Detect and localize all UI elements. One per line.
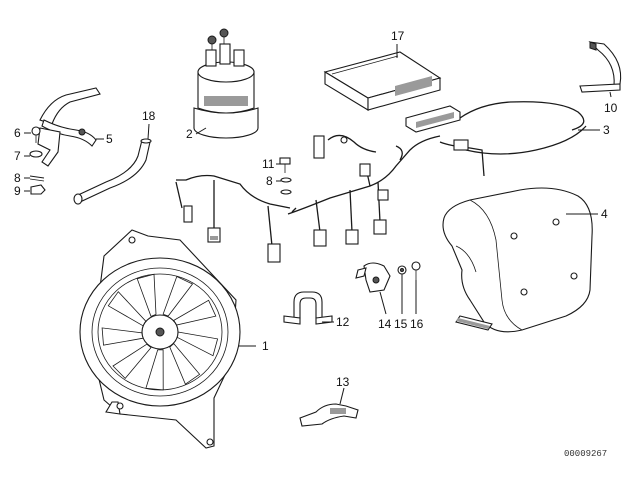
leader-10 bbox=[609, 91, 612, 98]
clamp-12-part bbox=[283, 291, 333, 325]
fan-blade bbox=[145, 349, 164, 391]
control-unit-part bbox=[323, 51, 442, 111]
washer-15-part bbox=[397, 265, 407, 275]
hose-part bbox=[73, 138, 152, 205]
callout-4: 4 bbox=[601, 207, 608, 221]
fan-cover-part bbox=[442, 187, 593, 333]
screw-11-part bbox=[279, 157, 291, 173]
clip-13-part bbox=[299, 403, 359, 427]
leader-13 bbox=[339, 387, 345, 405]
wiring-harness-part bbox=[175, 101, 587, 263]
callout-14: 14 bbox=[378, 317, 392, 331]
screw-16-part bbox=[411, 261, 421, 280]
leader-2 bbox=[195, 127, 207, 135]
sensor-14-part bbox=[355, 262, 391, 293]
callout-16: 16 bbox=[410, 317, 424, 331]
callout-9: 9 bbox=[14, 184, 21, 198]
leader-18 bbox=[147, 123, 150, 140]
fan-blade bbox=[162, 275, 194, 317]
fan-assembly-part bbox=[79, 229, 241, 449]
callout-8b: 8 bbox=[266, 174, 273, 188]
callout-10: 10 bbox=[604, 101, 618, 115]
callout-15: 15 bbox=[394, 317, 408, 331]
spring-washer-part bbox=[29, 175, 45, 182]
nut-part bbox=[30, 184, 46, 195]
callout-7: 7 bbox=[14, 149, 21, 163]
callout-6: 6 bbox=[14, 126, 21, 140]
screw-part bbox=[31, 126, 41, 143]
callout-1: 1 bbox=[262, 339, 269, 353]
callout-18: 18 bbox=[142, 109, 156, 123]
washer-part bbox=[29, 150, 43, 158]
callout-13: 13 bbox=[336, 375, 350, 389]
strap-part bbox=[579, 41, 622, 93]
callout-5: 5 bbox=[106, 132, 113, 146]
mounting-bracket-part bbox=[37, 87, 101, 167]
leader-14 bbox=[379, 291, 387, 315]
callout-8a: 8 bbox=[14, 171, 21, 185]
document-number: 00009267 bbox=[564, 449, 607, 459]
callout-11: 11 bbox=[262, 157, 275, 171]
callout-3: 3 bbox=[603, 123, 610, 137]
callout-17: 17 bbox=[391, 29, 405, 43]
callout-12: 12 bbox=[336, 315, 350, 329]
pump-canister-part bbox=[193, 28, 259, 139]
callout-2: 2 bbox=[186, 127, 193, 141]
fan-blade bbox=[136, 273, 157, 317]
washer-8-part bbox=[280, 177, 292, 195]
